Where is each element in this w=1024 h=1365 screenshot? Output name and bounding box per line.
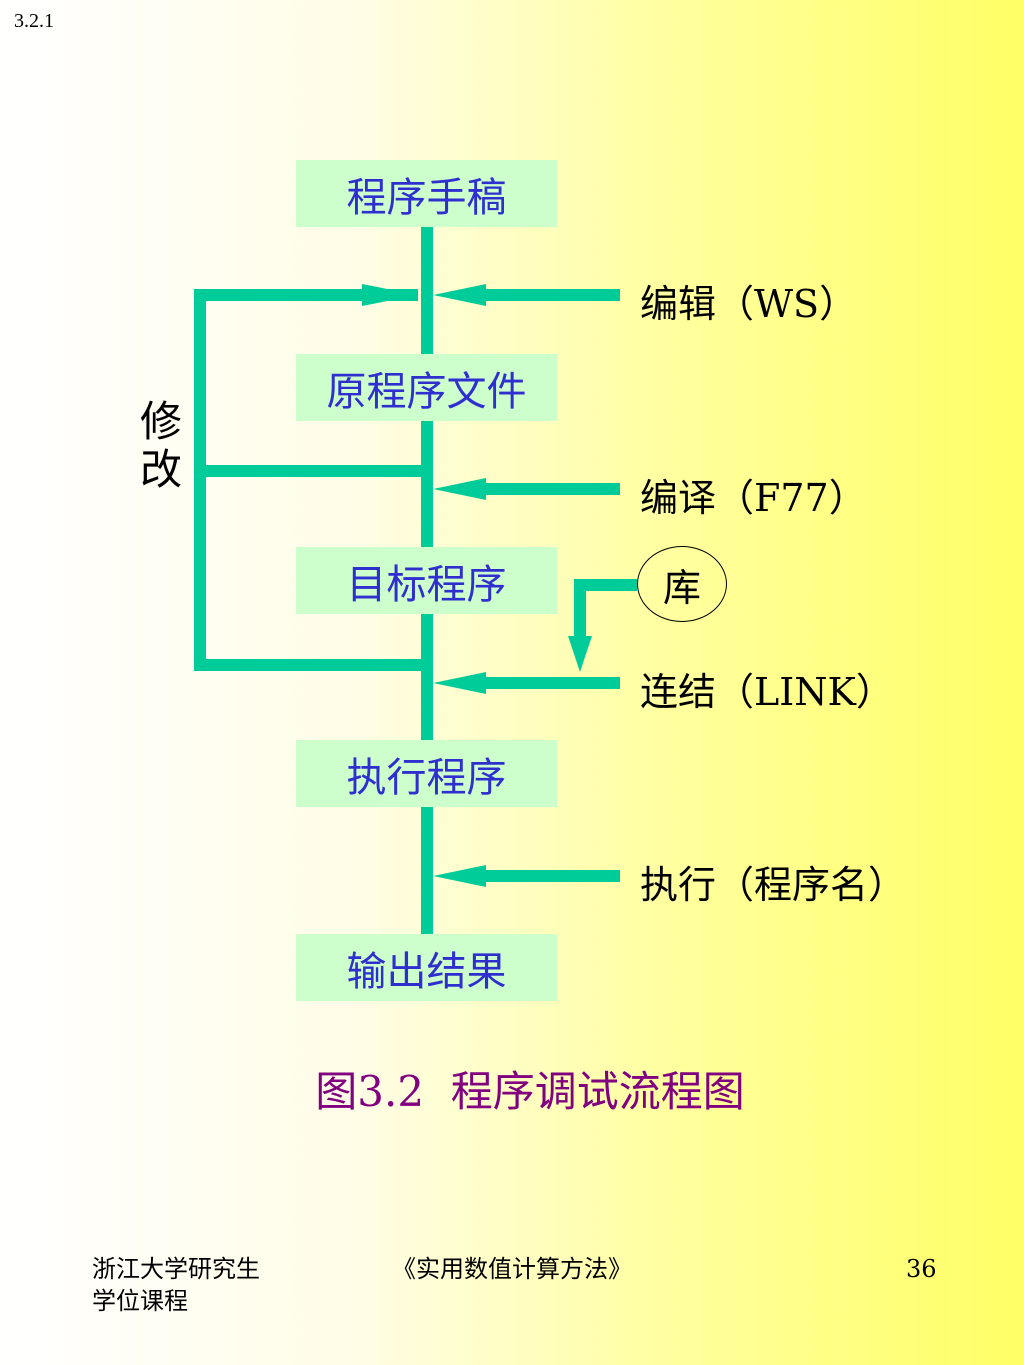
footer-institution: 浙江大学研究生 学位课程 bbox=[92, 1253, 260, 1317]
modify-label-line2: 改 bbox=[140, 445, 183, 494]
step-link-label: 连结（LINK） bbox=[640, 670, 894, 714]
flow-box-object-program: 目标程序 bbox=[296, 547, 557, 614]
library-node: 库 bbox=[637, 546, 727, 622]
feedback-loop-line bbox=[194, 289, 427, 671]
library-label: 库 bbox=[662, 565, 701, 610]
run-arrowhead bbox=[433, 865, 486, 887]
modify-label: 修 改 bbox=[140, 398, 190, 494]
link-arrowhead bbox=[433, 672, 486, 694]
step-run-label: 执行（程序名） bbox=[640, 863, 907, 907]
step-edit-label: 编辑（WS） bbox=[640, 282, 858, 326]
flow-box-manuscript: 程序手稿 bbox=[296, 160, 557, 227]
figure-caption: 图3.2 程序调试流程图 bbox=[315, 1067, 745, 1116]
flow-box-output: 输出结果 bbox=[296, 934, 557, 1001]
feedback-arrowhead bbox=[362, 284, 418, 306]
footer-institution-line2: 学位课程 bbox=[92, 1287, 188, 1315]
flow-box-source-file: 原程序文件 bbox=[296, 354, 557, 421]
footer-page-number: 36 bbox=[906, 1255, 937, 1283]
step-compile-label: 编译（F77） bbox=[640, 476, 867, 520]
modify-label-line1: 修 bbox=[140, 397, 183, 446]
edit-arrowhead bbox=[433, 284, 486, 306]
footer-course-title: 《实用数值计算方法》 bbox=[392, 1255, 632, 1283]
flow-box-executable: 执行程序 bbox=[296, 740, 557, 807]
section-number: 3.2.1 bbox=[14, 10, 54, 32]
library-connector-line bbox=[574, 579, 637, 645]
compile-arrowhead bbox=[433, 478, 486, 500]
footer-institution-line1: 浙江大学研究生 bbox=[92, 1255, 260, 1283]
library-arrowhead bbox=[568, 636, 592, 672]
